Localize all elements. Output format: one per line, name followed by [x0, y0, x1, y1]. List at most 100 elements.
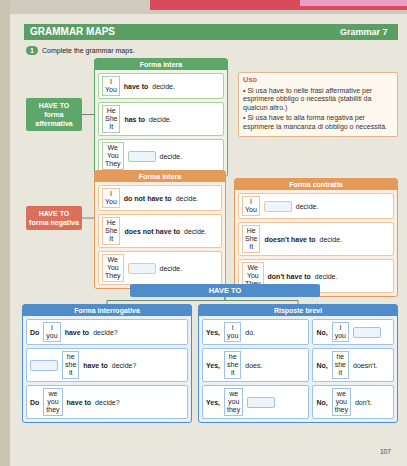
- sentence-part: decide.: [184, 228, 207, 235]
- subject-pronouns: he she it: [62, 351, 79, 379]
- desk-object: [150, 0, 407, 10]
- sentence-row: I You decide.: [238, 193, 394, 219]
- note-body: • Si usa have to alla forma negativa per…: [243, 114, 393, 131]
- tag-text: forma negativa: [28, 218, 80, 227]
- sentence-part: decide?: [95, 399, 120, 406]
- subject-pronouns: we you they: [332, 388, 351, 416]
- exercise-number: 1: [26, 46, 38, 55]
- sentence-row: He She Ithas todecide.: [98, 102, 224, 136]
- connector: [82, 218, 94, 219]
- row-stack: Yes,I youdo.No,I youYes,he she itdoes.No…: [202, 319, 394, 419]
- section-band: HAVE TO: [130, 284, 320, 297]
- verb-form: have to: [65, 329, 90, 336]
- sentence-row: No, I you: [312, 319, 394, 345]
- subject-pronouns: he she it: [332, 351, 349, 379]
- verb-form: Yes,: [206, 399, 220, 406]
- sentence-row: I You have todecide.: [98, 73, 224, 99]
- sentence-part: decide.: [160, 265, 183, 272]
- section-tag: HAVE TOforma affermativa: [26, 98, 82, 131]
- row-stack: I You do not have to decide. He She It does …: [98, 185, 222, 285]
- sentence-row: We You They decide.: [98, 251, 222, 285]
- answer-blank: [247, 397, 275, 408]
- row-stack: I You decide. He She It doesn't have to deci…: [238, 193, 394, 293]
- sentence-row: No, we you they don't.: [312, 385, 394, 419]
- subject-pronouns: He She It: [102, 217, 120, 245]
- panel-heading: Forma contratta: [235, 179, 397, 190]
- panel-heading: Forma interrogativa: [23, 305, 191, 316]
- sentence-row: He She It does not have to decide.: [98, 214, 222, 248]
- sentence-row: Dowe you theyhave todecide?: [26, 385, 188, 419]
- sentence-row: I You do not have to decide.: [98, 185, 222, 211]
- subject-pronouns: we you they: [224, 388, 243, 416]
- chapter-tag: Grammar 7: [340, 24, 388, 40]
- verb-form: Yes,: [206, 362, 220, 369]
- answer-blank: [128, 263, 156, 274]
- subject-pronouns: we you they: [43, 388, 62, 416]
- answer-blank: [353, 327, 381, 338]
- sentence-row: DoI youhave todecide?: [26, 319, 188, 345]
- sentence-row: He She It doesn't have to decide.: [238, 222, 394, 256]
- connector: [107, 297, 225, 304]
- verb-form: No,: [316, 399, 327, 406]
- subject-pronouns: I You: [102, 76, 120, 96]
- sentence-part: decide.: [296, 203, 319, 210]
- subject-pronouns: I You: [102, 188, 120, 208]
- subject-pronouns: I You: [242, 196, 260, 216]
- sentence-row: Yes, we you they: [202, 385, 309, 419]
- subject-pronouns: I you: [332, 322, 349, 342]
- verb-form: have to: [124, 83, 149, 90]
- subject-pronouns: I you: [224, 322, 241, 342]
- answer-blank: [128, 151, 156, 162]
- verb-form: have to: [83, 362, 108, 369]
- verb-form: No,: [316, 362, 327, 369]
- verb-form: doesn't have to: [264, 236, 315, 243]
- grammar-panel: Risposte breviYes,I youdo.No,I youYes,he…: [198, 304, 398, 423]
- sentence-part: decide.: [176, 195, 199, 202]
- sentence-part: decide.: [149, 116, 172, 123]
- subject-pronouns: he she it: [224, 351, 241, 379]
- instruction: Complete the grammar maps.: [42, 47, 135, 54]
- panel-heading: Risposte brevi: [199, 305, 397, 316]
- sentence-part: decide.: [152, 83, 175, 90]
- subject-pronouns: I you: [43, 322, 60, 342]
- answer-blank: [30, 360, 58, 371]
- sentence-part: decide.: [160, 153, 183, 160]
- verb-form: don't have to: [268, 273, 311, 280]
- desk-strip: [0, 0, 407, 14]
- grammar-panel: Forma contratta I You decide. He She It does…: [234, 178, 398, 297]
- subject-pronouns: He She It: [242, 225, 260, 253]
- sentence-row: We You They decide.: [98, 139, 224, 173]
- subject-pronouns: We You They: [102, 142, 124, 170]
- verb-form: does not have to: [124, 228, 180, 235]
- grammar-panel: Forma interaI Youhave todecide.He She It…: [94, 58, 228, 177]
- sentence-part: does.: [245, 362, 262, 369]
- sentence-part: do.: [245, 329, 255, 336]
- section-tag: HAVE TOforma negativa: [26, 206, 82, 230]
- verb-form: do not have to: [124, 195, 172, 202]
- tag-text: HAVE TO: [28, 209, 80, 218]
- connector: [225, 297, 298, 304]
- subject-pronouns: We You They: [102, 254, 124, 282]
- sentence-part: decide?: [112, 362, 137, 369]
- verb-form: Do: [30, 399, 39, 406]
- row-stack: I Youhave todecide.He She Ithas todecide…: [98, 73, 224, 173]
- tag-text: HAVE TO: [132, 286, 318, 295]
- note-body: • Si usa have to nelle frasi affermative…: [243, 87, 393, 113]
- sentence-row: Yes, he she it does.: [202, 348, 309, 382]
- tag-text: forma affermativa: [28, 110, 80, 128]
- sentence-part: don't.: [355, 399, 372, 406]
- sentence-part: decide.: [320, 236, 343, 243]
- grammar-panel: Forma interrogativaDo I you have to decide?…: [22, 304, 192, 423]
- connector: [82, 114, 94, 115]
- subject-pronouns: He She It: [102, 105, 120, 133]
- sentence-row: No, he she it doesn't.: [312, 348, 394, 382]
- verb-form: No,: [316, 329, 327, 336]
- note-heading: Uso: [243, 76, 393, 85]
- verb-form: Do: [30, 329, 39, 336]
- sentence-part: doesn't.: [353, 362, 377, 369]
- verb-form: Yes,: [206, 329, 220, 336]
- panel-heading: Forma intera: [95, 171, 225, 182]
- page-shadow: [0, 0, 10, 466]
